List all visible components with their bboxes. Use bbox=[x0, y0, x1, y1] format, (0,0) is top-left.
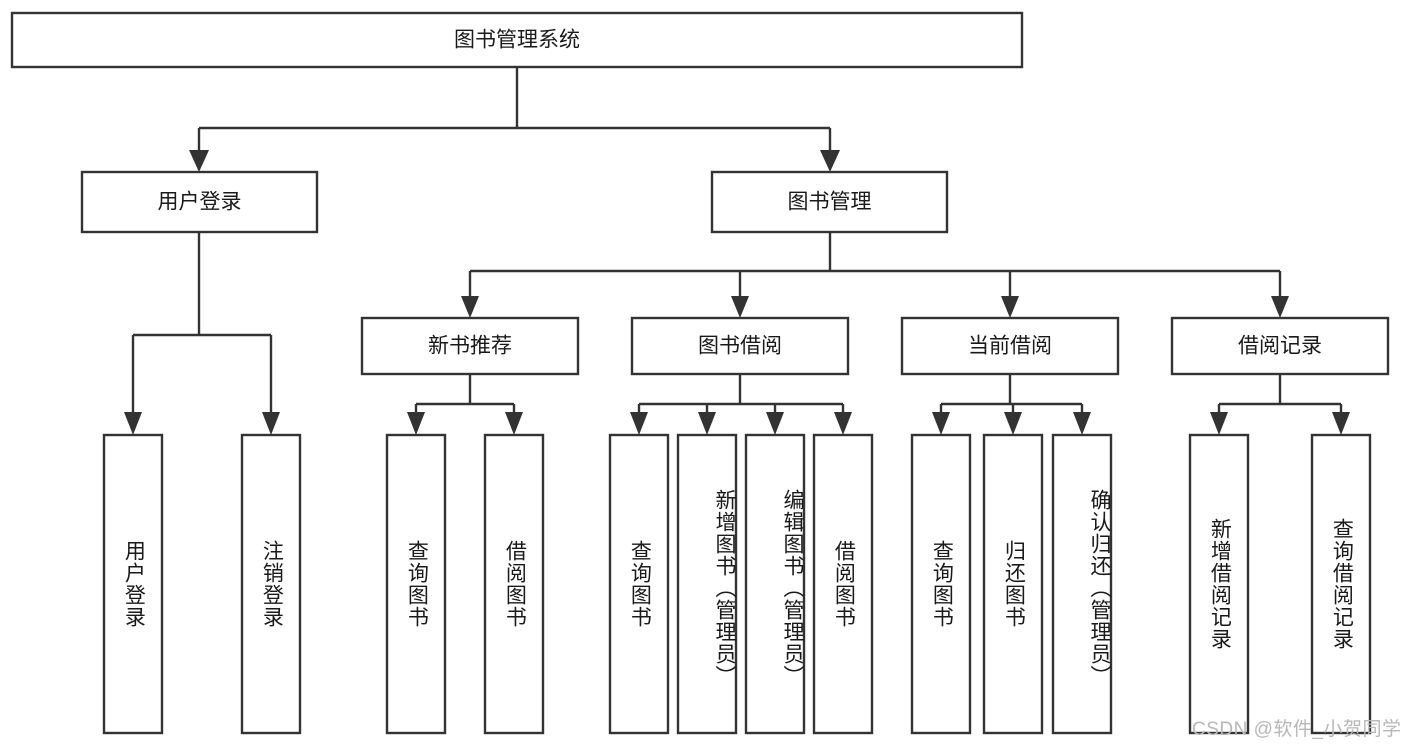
arrowhead-leaf-borrow-book-recommend bbox=[505, 412, 523, 435]
arrowhead-new-book-recommend bbox=[461, 296, 479, 318]
node-new-book-recommend-label: 新书推荐 bbox=[428, 335, 512, 358]
node-leaf-query-borrow-record[interactable] bbox=[1310, 433, 1372, 735]
node-leaf-query-book-recommend[interactable] bbox=[385, 433, 447, 735]
node-book-manage[interactable] bbox=[710, 170, 949, 234]
arrowhead-current-borrow bbox=[1001, 296, 1019, 318]
node-leaf-edit-book[interactable] bbox=[744, 433, 806, 735]
arrowhead-leaf-add-book bbox=[698, 412, 716, 435]
node-user-login-label: 用户登录 bbox=[158, 191, 242, 214]
arrowhead-leaf-query-borrow-record bbox=[1332, 412, 1350, 435]
arrowhead-leaf-query-book-recommend bbox=[407, 412, 425, 435]
arrowhead-leaf-query-book-borrow bbox=[630, 412, 648, 435]
node-box-group: 图书管理系统 用户登录 图书管理 新书推荐 图书借阅 当前借阅 借阅记录 bbox=[10, 11, 1390, 735]
node-new-book-recommend[interactable] bbox=[360, 316, 580, 376]
arrowhead-leaf-user-login bbox=[124, 412, 142, 435]
arrowhead-user-login bbox=[189, 150, 209, 172]
node-current-borrow[interactable] bbox=[900, 316, 1120, 376]
node-current-borrow-label: 当前借阅 bbox=[968, 335, 1052, 358]
node-borrow-record[interactable] bbox=[1170, 316, 1390, 376]
arrowhead-leaf-logout bbox=[262, 412, 280, 435]
node-leaf-logout[interactable] bbox=[240, 433, 302, 735]
node-leaf-user-login[interactable] bbox=[102, 433, 164, 735]
arrowhead-borrow-record bbox=[1271, 296, 1289, 318]
node-book-manage-label: 图书管理 bbox=[788, 191, 872, 214]
node-leaf-borrow-book[interactable] bbox=[812, 433, 874, 735]
arrowhead-leaf-edit-book bbox=[766, 412, 784, 435]
node-leaf-query-book-current[interactable] bbox=[910, 433, 972, 735]
node-leaf-borrow-book-recommend[interactable] bbox=[483, 433, 545, 735]
node-root-label: 图书管理系统 bbox=[454, 29, 580, 52]
csdn-watermark: CSDN @软件_小贺同学 bbox=[1192, 719, 1402, 740]
node-leaf-query-book-borrow[interactable] bbox=[608, 433, 670, 735]
node-leaf-add-borrow-record[interactable] bbox=[1188, 433, 1250, 735]
node-leaf-return-book[interactable] bbox=[982, 433, 1044, 735]
arrowhead-group bbox=[124, 150, 1350, 435]
arrowhead-leaf-borrow-book bbox=[834, 412, 852, 435]
arrowhead-book-manage bbox=[820, 150, 840, 172]
node-book-borrow[interactable] bbox=[630, 316, 850, 376]
arrowhead-leaf-add-borrow-record bbox=[1210, 412, 1228, 435]
node-leaf-add-book[interactable] bbox=[676, 433, 738, 735]
arrowhead-leaf-return-book bbox=[1004, 412, 1022, 435]
node-book-borrow-label: 图书借阅 bbox=[698, 335, 782, 358]
node-borrow-record-label: 借阅记录 bbox=[1238, 335, 1322, 358]
node-leaf-confirm-return[interactable] bbox=[1051, 433, 1113, 735]
node-user-login[interactable] bbox=[80, 170, 319, 234]
node-root[interactable] bbox=[10, 11, 1024, 69]
arrowhead-leaf-confirm-return bbox=[1073, 412, 1091, 435]
arrowhead-book-borrow bbox=[731, 296, 749, 318]
arrowhead-leaf-query-book-current bbox=[932, 412, 950, 435]
